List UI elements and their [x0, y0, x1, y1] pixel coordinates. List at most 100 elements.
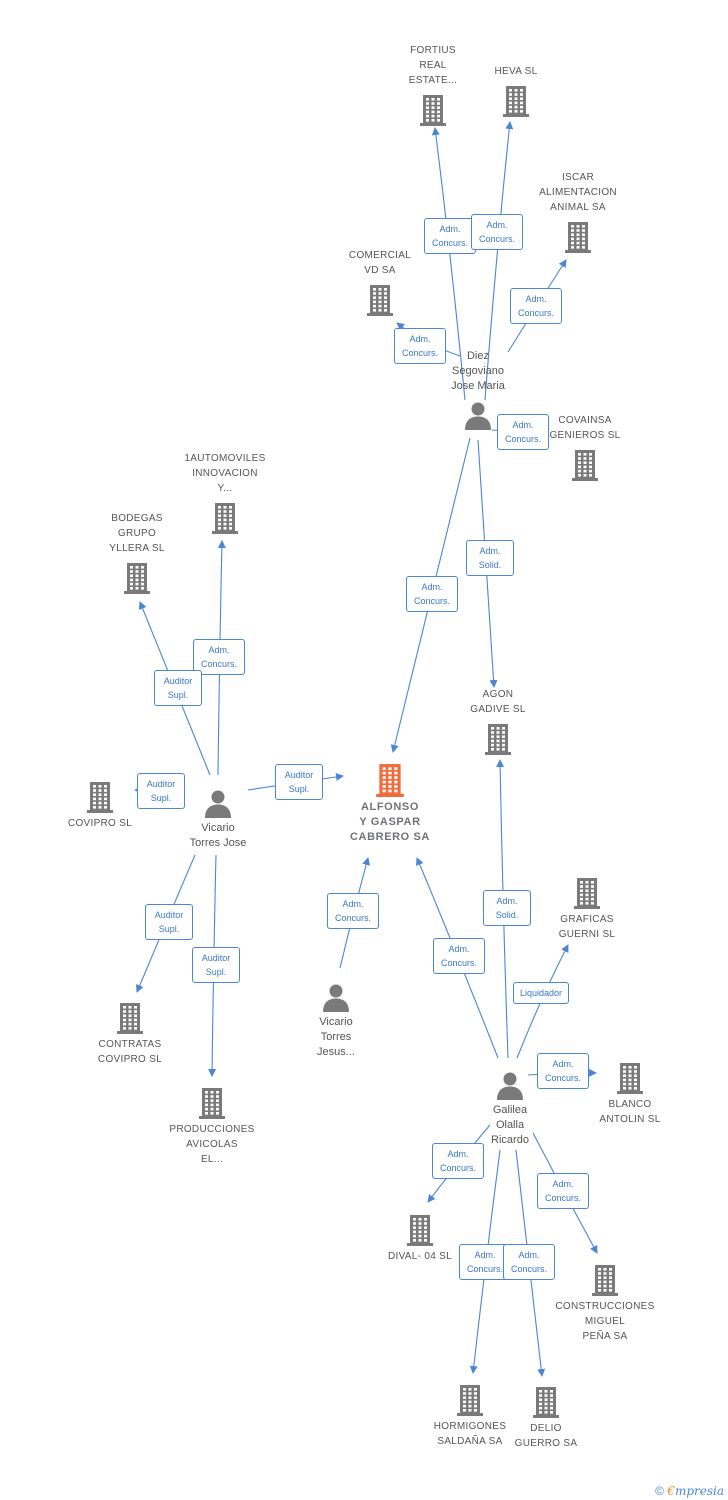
- relation-role-line: Supl.: [205, 967, 227, 977]
- building-icon: [420, 94, 446, 131]
- building-icon: [503, 85, 529, 122]
- person-icon: [203, 788, 233, 823]
- building-icon: [565, 221, 591, 258]
- relation-role-line: Adm.: [208, 645, 230, 655]
- relation-badge-diez-heva[interactable]: Adm. Concurs.: [471, 214, 523, 250]
- building-icon: [376, 763, 404, 802]
- relation-role-line: Auditor: [146, 779, 176, 789]
- building-icon: [117, 1002, 143, 1039]
- relation-role-line: Auditor: [201, 953, 231, 963]
- relation-role-line: Adm.: [552, 1059, 574, 1069]
- building-glyph: [457, 1385, 483, 1416]
- building-glyph: [199, 1088, 225, 1119]
- relation-badge-diez-center[interactable]: Adm.Concurs.: [406, 576, 458, 612]
- relation-badge-vicario_jose-automoviles[interactable]: Adm. Concurs.: [193, 639, 245, 675]
- relation-role-line: Concurs.: [440, 958, 477, 968]
- node-label-line: Jose Maria: [451, 380, 505, 392]
- relation-badge-diez-fortius[interactable]: Adm.Concurs.: [424, 218, 476, 254]
- relation-role-line: Concurs.: [544, 1073, 581, 1083]
- node-label-line: BODEGAS: [111, 513, 163, 524]
- relation-badge-galilea-blanco[interactable]: Adm. Concurs.: [537, 1053, 589, 1089]
- node-label-line: SALDAÑA SA: [437, 1436, 503, 1447]
- relation-role-line: Adm.: [512, 420, 534, 430]
- relation-badge-galilea-delio[interactable]: Adm.Concurs.: [503, 1244, 555, 1280]
- relation-badge-galilea-agon[interactable]: Adm.Solid.: [483, 890, 531, 926]
- relation-role-line: Adm.: [486, 220, 508, 230]
- node-label-line: REAL: [419, 60, 447, 71]
- person-glyph: [323, 984, 349, 1012]
- node-label-line: ALIMENTACION: [539, 187, 617, 198]
- relation-role-line: Concurs.: [401, 348, 438, 358]
- relation-role-line: Concurs.: [439, 1163, 476, 1173]
- relation-badge-diez-covainsa[interactable]: Adm.Concurs.: [497, 414, 549, 450]
- relation-badge-galilea-center[interactable]: Adm.Concurs.: [433, 938, 485, 974]
- relation-role-line: Solid.: [478, 560, 502, 570]
- node-label-line: ALFONSO: [361, 801, 419, 813]
- node-label-line: ANIMAL SA: [550, 202, 606, 213]
- node-label-line: Diez: [466, 350, 489, 362]
- node-label-line: Segoviano: [452, 365, 504, 377]
- relation-badge-galilea-dival[interactable]: Adm.Concurs.: [432, 1143, 484, 1179]
- building-icon: [592, 1264, 618, 1301]
- relation-role-line: Liquidador: [519, 988, 563, 998]
- building-icon: [533, 1386, 559, 1423]
- node-label-line: DELIO: [530, 1423, 562, 1434]
- relation-badge-galilea-graficas[interactable]: Liquidador: [513, 982, 569, 1004]
- relation-role-line: Adm.: [525, 294, 547, 304]
- relation-role-line: Adm.: [474, 1250, 496, 1260]
- person-glyph: [497, 1072, 523, 1100]
- relation-badge-vicario_jesus-center[interactable]: Adm.Concurs.: [327, 893, 379, 929]
- building-glyph: [407, 1215, 433, 1246]
- node-label-line: INNOVACION: [192, 468, 258, 479]
- relation-role-line: Concurs.: [478, 234, 515, 244]
- node-label-line: COVIPRO SL: [97, 1054, 163, 1065]
- node-label-line: Y...: [217, 483, 233, 494]
- relation-badge-galilea-hormigones[interactable]: Adm.Concurs.: [459, 1244, 511, 1280]
- node-label-line: AVICOLAS: [186, 1139, 238, 1150]
- node-label-line: GENIEROS SL: [549, 430, 621, 441]
- relation-role-line: Auditor: [163, 676, 193, 686]
- node-label-line: Vicario: [201, 822, 235, 834]
- relation-badge-diez-comercial_vd[interactable]: Adm.Concurs.: [394, 328, 446, 364]
- node-label-line: DIVAL- 04 SL: [387, 1251, 452, 1262]
- building-glyph: [124, 563, 150, 594]
- logo-initial: €: [667, 1484, 675, 1498]
- building-icon: [457, 1384, 483, 1421]
- relation-role-line: Concurs.: [200, 659, 237, 669]
- node-label: HEVA SL: [451, 64, 581, 79]
- node-label-line: ANTOLIN SL: [599, 1114, 661, 1125]
- empresia-logo[interactable]: © €mpresia: [655, 1484, 724, 1498]
- node-label-line: FORTIUS: [410, 45, 456, 56]
- node-label-line: 1AUTOMOVILES: [184, 453, 266, 464]
- building-glyph: [420, 95, 446, 126]
- node-label-line: BLANCO: [608, 1099, 652, 1110]
- relation-edge-diez-heva: [484, 121, 514, 401]
- relation-badge-diez-iscar[interactable]: Adm. Concurs.: [510, 288, 562, 324]
- node-label-line: GUERRO SA: [514, 1438, 578, 1449]
- building-glyph: [617, 1063, 643, 1094]
- relation-role-line: Concurs.: [517, 308, 554, 318]
- node-label-line: PEÑA SA: [582, 1331, 628, 1342]
- building-icon: [87, 781, 113, 818]
- person-icon: [463, 400, 493, 435]
- person-glyph: [465, 402, 491, 430]
- relation-role-line: Adm.: [518, 1250, 540, 1260]
- relation-role-line: Concurs.: [334, 913, 371, 923]
- building-icon: [574, 877, 600, 914]
- relation-badge-diez-agon[interactable]: Adm.Solid.: [466, 540, 514, 576]
- relation-badge-galilea-construcciones[interactable]: Adm.Concurs.: [537, 1173, 589, 1209]
